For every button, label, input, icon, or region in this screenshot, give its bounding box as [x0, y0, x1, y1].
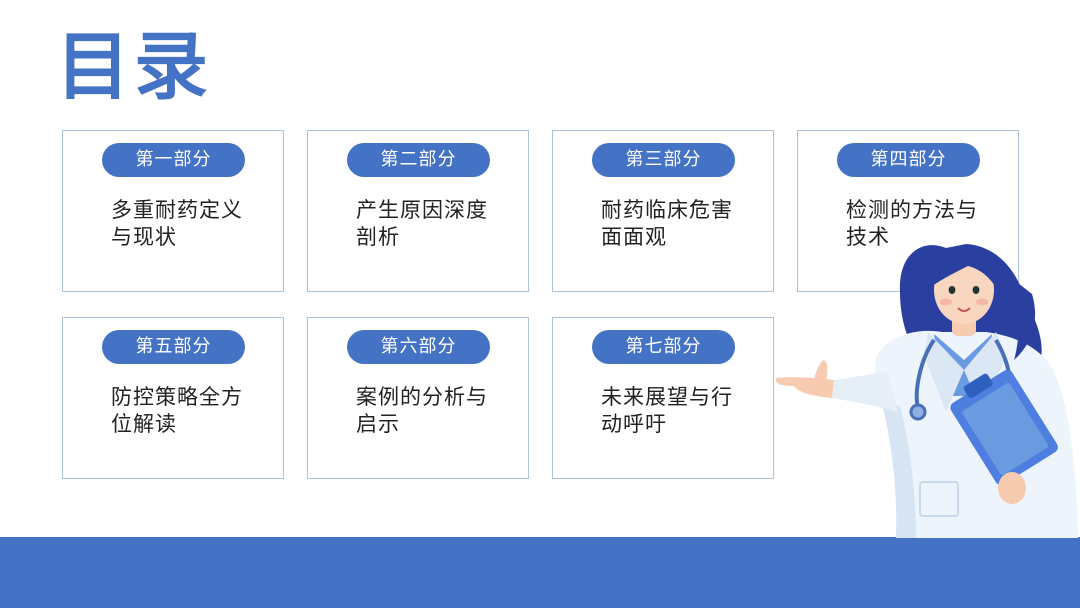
- section-badge-5: 第五部分: [102, 330, 245, 364]
- section-title-6: 案例的分析与启示: [356, 385, 488, 436]
- doctor-illustration: [775, 244, 1078, 538]
- section-title-2: 产生原因深度剖析: [356, 198, 488, 249]
- section-badge-3: 第三部分: [592, 143, 735, 177]
- section-title-5: 防控策略全方位解读: [111, 385, 243, 436]
- section-title-7: 未来展望与行动呼吁: [601, 385, 733, 436]
- section-title-1: 多重耐药定义与现状: [111, 198, 243, 249]
- section-card-1[interactable]: 第一部分 多重耐药定义与现状: [62, 130, 284, 292]
- footer-band: [0, 537, 1080, 608]
- section-title-4: 检测的方法与技术: [846, 198, 978, 249]
- section-card-7[interactable]: 第七部分 未来展望与行动呼吁: [552, 317, 774, 479]
- section-badge-1: 第一部分: [102, 143, 245, 177]
- section-card-4[interactable]: 第四部分 检测的方法与技术: [797, 130, 1019, 292]
- section-card-3[interactable]: 第三部分 耐药临床危害面面观: [552, 130, 774, 292]
- page-title: 目录: [56, 24, 212, 110]
- section-badge-4: 第四部分: [837, 143, 980, 177]
- section-card-5[interactable]: 第五部分 防控策略全方位解读: [62, 317, 284, 479]
- section-card-2[interactable]: 第二部分 产生原因深度剖析: [307, 130, 529, 292]
- section-title-3: 耐药临床危害面面观: [601, 198, 733, 249]
- section-badge-7: 第七部分: [592, 330, 735, 364]
- section-card-6[interactable]: 第六部分 案例的分析与启示: [307, 317, 529, 479]
- section-badge-2: 第二部分: [347, 143, 490, 177]
- section-badge-6: 第六部分: [347, 330, 490, 364]
